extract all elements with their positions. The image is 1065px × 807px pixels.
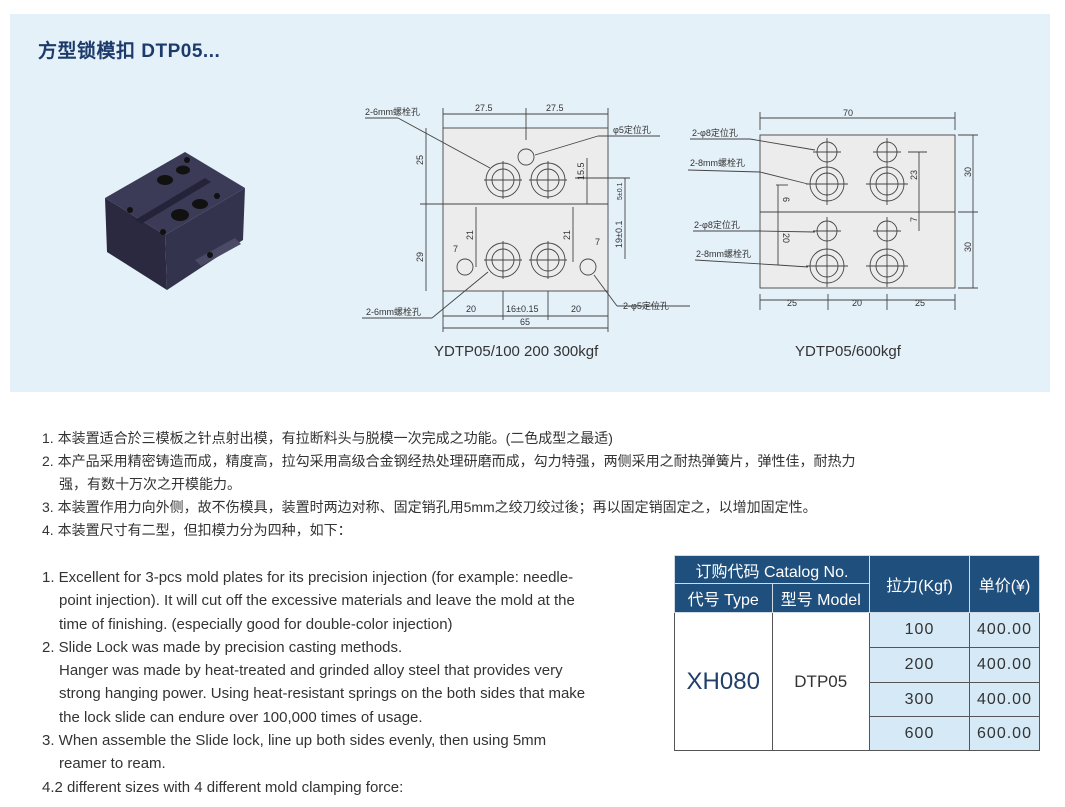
dim: 5±0.1	[617, 182, 624, 200]
dim: 25	[415, 155, 425, 165]
dim: 20	[466, 304, 476, 314]
dim: 23	[909, 170, 919, 180]
dim: 7	[595, 237, 600, 247]
note-line: 强，有数十万次之开模能力。	[59, 476, 241, 492]
label-pin-hole: 2-φ8定位孔	[692, 127, 738, 138]
model-cell: DTP05	[771, 612, 870, 751]
label-bolt-hole: 2-6mm螺栓孔	[365, 106, 420, 117]
dim: 65	[520, 317, 530, 327]
note-line: 3. 本装置作用力向外侧，故不伤模具，装置时两边对称、固定销孔用5mm之绞刀绞过…	[42, 499, 817, 515]
dim: 30	[963, 167, 973, 177]
note-line: 3. When assemble the Slide lock, line up…	[42, 732, 547, 750]
price-table: 订购代码 Catalog No. 拉力(Kgf) 单价(¥) 代号 Type 型…	[674, 555, 1040, 751]
notes-english: 1. Excellent for 3-pcs mold plates for i…	[42, 566, 585, 799]
table-row: 200 400.00	[675, 647, 1040, 683]
dim: 30	[963, 242, 973, 252]
dim: 20	[781, 233, 791, 243]
dim: 21	[562, 230, 572, 240]
label-pin-hole: 2-φ8定位孔	[694, 219, 740, 230]
note-line: Hanger was made by heat-treated and grin…	[59, 662, 563, 680]
dim: 15.5	[576, 162, 586, 180]
drawing-ydtp05-small: 2-6mm螺栓孔 φ5定位孔 2-6mm螺栓孔 2-φ5定位孔 27.5 27.…	[362, 103, 690, 332]
drawing-caption: YDTP05/600kgf	[795, 343, 901, 360]
dim: 20	[571, 304, 581, 314]
header-price: 单价(¥)	[969, 555, 1040, 613]
dim: 27.5	[475, 103, 493, 113]
note-line: 2. Slide Lock was made by precision cast…	[42, 638, 403, 656]
note-line: 1. Excellent for 3-pcs mold plates for i…	[42, 569, 574, 586]
price-cell: 400.00	[969, 612, 1040, 648]
dim: 27.5	[546, 103, 564, 113]
drawing-caption: YDTP05/100 200 300kgf	[434, 343, 599, 360]
dim: 7	[453, 244, 458, 254]
notes-chinese: 1. 本装置适合於三模板之针点射出模，有拉断料头与脱模一次完成之功能。(二色成型…	[42, 427, 856, 542]
note-line: the lock slide can endure over 100,000 t…	[59, 708, 423, 726]
dim: 25	[915, 298, 925, 308]
dim: 7	[909, 217, 919, 222]
label-pin-hole: φ5定位孔	[613, 124, 651, 135]
force-cell: 100	[869, 612, 970, 648]
note-line: 1. 本装置适合於三模板之针点射出模，有拉断料头与脱模一次完成之功能。(二色成型…	[42, 430, 613, 446]
table-row: XH080 DTP05 100 400.00	[674, 612, 1040, 751]
note-line: 4. 本装置尺寸有二型，但扣模力分为四种，如下：	[42, 522, 352, 538]
note-line: strong hanging power. Using heat-resista…	[59, 685, 586, 703]
label-bolt-hole: 2-8mm螺栓孔	[690, 157, 745, 168]
dim: 25	[787, 298, 797, 308]
force-cell: 300	[869, 682, 970, 717]
dim: 20	[852, 298, 862, 308]
header-model: 型号 Model	[771, 583, 870, 613]
dim: 29	[415, 252, 425, 262]
header-type: 代号 Type	[674, 583, 773, 613]
price-cell: 400.00	[969, 647, 1040, 683]
label-pin-hole: 2-φ5定位孔	[623, 300, 669, 311]
note-line: 4.2 different sizes with 4 different mol…	[42, 778, 404, 796]
dim: 6	[781, 197, 791, 202]
header-catalog: 订购代码 Catalog No.	[674, 555, 870, 584]
note-line: point injection). It will cut off the ex…	[59, 592, 575, 610]
note-line: time of finishing. (especially good for …	[59, 615, 453, 633]
label-bolt-hole: 2-8mm螺栓孔	[696, 248, 751, 259]
page-title: 方型锁模扣 DTP05...	[38, 41, 221, 62]
note-line: 2. 本产品采用精密铸造而成，精度高，拉勾采用高级合金钢经热处理研磨而成，勾力特…	[42, 453, 856, 469]
dim: 16±0.15	[506, 304, 538, 314]
header-force: 拉力(Kgf)	[869, 555, 970, 613]
dim: 70	[843, 108, 853, 118]
force-cell: 600	[869, 716, 970, 751]
table-row: 600 600.00	[675, 716, 1040, 751]
dim: 19±0.1	[614, 221, 624, 248]
dim: 21	[465, 230, 475, 240]
price-cell: 600.00	[969, 716, 1040, 751]
price-cell: 400.00	[969, 682, 1040, 717]
product-photo	[105, 152, 245, 290]
note-line: reamer to ream.	[59, 755, 166, 773]
label-bolt-hole: 2-6mm螺栓孔	[366, 306, 421, 317]
force-cell: 200	[869, 647, 970, 683]
drawing-ydtp05-600: 2-φ8定位孔 2-8mm螺栓孔 2-φ8定位孔 2-8mm螺栓孔 70 30 …	[687, 108, 978, 310]
type-cell: XH080	[674, 612, 773, 751]
